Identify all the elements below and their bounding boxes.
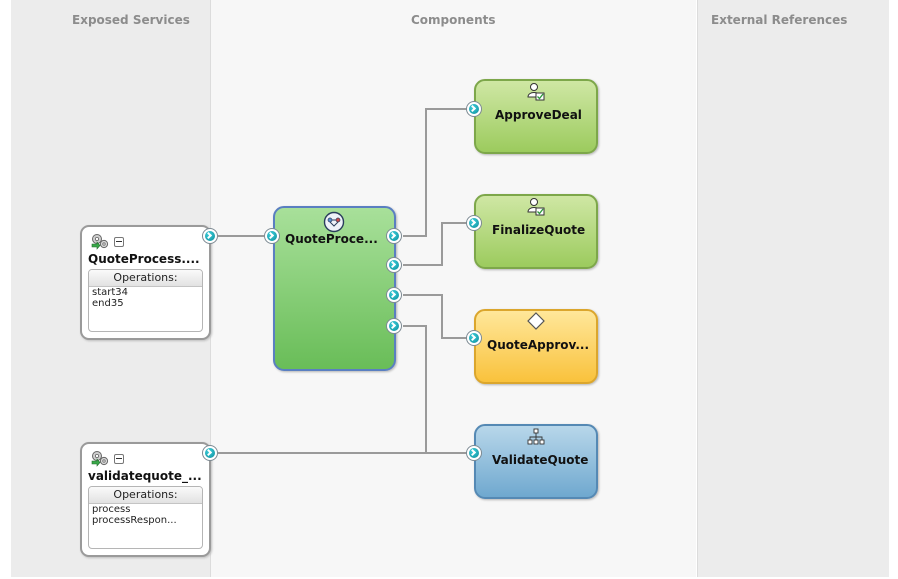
component-finalizequote[interactable]: FinalizeQuote	[474, 194, 598, 269]
operation-item[interactable]: process	[92, 504, 131, 515]
process-reference-port-1[interactable]	[386, 228, 402, 244]
finalizequote-port[interactable]	[466, 215, 482, 231]
service-quoteprocess-port[interactable]	[202, 228, 218, 244]
operation-item[interactable]: start34	[92, 287, 129, 298]
component-label: FinalizeQuote	[492, 223, 586, 237]
collapse-icon[interactable]	[114, 237, 124, 247]
service-name: validatequote_...	[88, 469, 202, 483]
hierarchy-icon	[527, 428, 545, 445]
operations-title: Operations:	[89, 270, 202, 287]
component-label: QuoteApprov...	[487, 338, 590, 352]
collapse-icon[interactable]	[114, 454, 124, 464]
component-label: QuoteProce...	[285, 232, 378, 246]
approvedeal-port[interactable]	[466, 101, 482, 117]
validatequote-port[interactable]	[466, 445, 482, 461]
service-validatequote[interactable]: validatequote_... Operations: process pr…	[80, 442, 211, 557]
service-quoteprocess[interactable]: QuoteProcess.... Operations: start34 end…	[80, 225, 211, 340]
human-task-icon	[527, 198, 545, 216]
process-circle-icon	[323, 211, 345, 233]
process-service-port[interactable]	[264, 228, 280, 244]
operations-box: Operations: process processRespon...	[88, 486, 203, 549]
exposed-services-title: Exposed Services	[72, 13, 190, 27]
component-quoteprocess[interactable]: QuoteProce...	[273, 206, 396, 371]
gear-service-icon	[91, 451, 109, 467]
component-validatequote[interactable]: ValidateQuote	[474, 424, 598, 499]
external-references-title: External References	[711, 13, 848, 27]
operations-title: Operations:	[89, 487, 202, 504]
component-approvedeal[interactable]: ApproveDeal	[474, 79, 598, 154]
operation-item[interactable]: end35	[92, 298, 124, 309]
process-reference-port-4[interactable]	[386, 318, 402, 334]
human-task-icon	[527, 83, 545, 101]
operations-box: Operations: start34 end35	[88, 269, 203, 332]
service-name: QuoteProcess....	[88, 252, 200, 266]
operation-item[interactable]: processRespon...	[92, 515, 177, 526]
quoteapproval-port[interactable]	[466, 330, 482, 346]
service-validatequote-port[interactable]	[202, 445, 218, 461]
process-reference-port-2[interactable]	[386, 257, 402, 273]
component-quoteapproval[interactable]: QuoteApprov...	[474, 309, 598, 384]
process-reference-port-3[interactable]	[386, 287, 402, 303]
component-label: ValidateQuote	[492, 453, 589, 467]
external-references-lane	[697, 0, 889, 577]
components-title: Components	[411, 13, 496, 27]
gear-service-icon	[91, 234, 109, 250]
diamond-rule-icon	[527, 312, 545, 330]
component-label: ApproveDeal	[495, 108, 582, 122]
